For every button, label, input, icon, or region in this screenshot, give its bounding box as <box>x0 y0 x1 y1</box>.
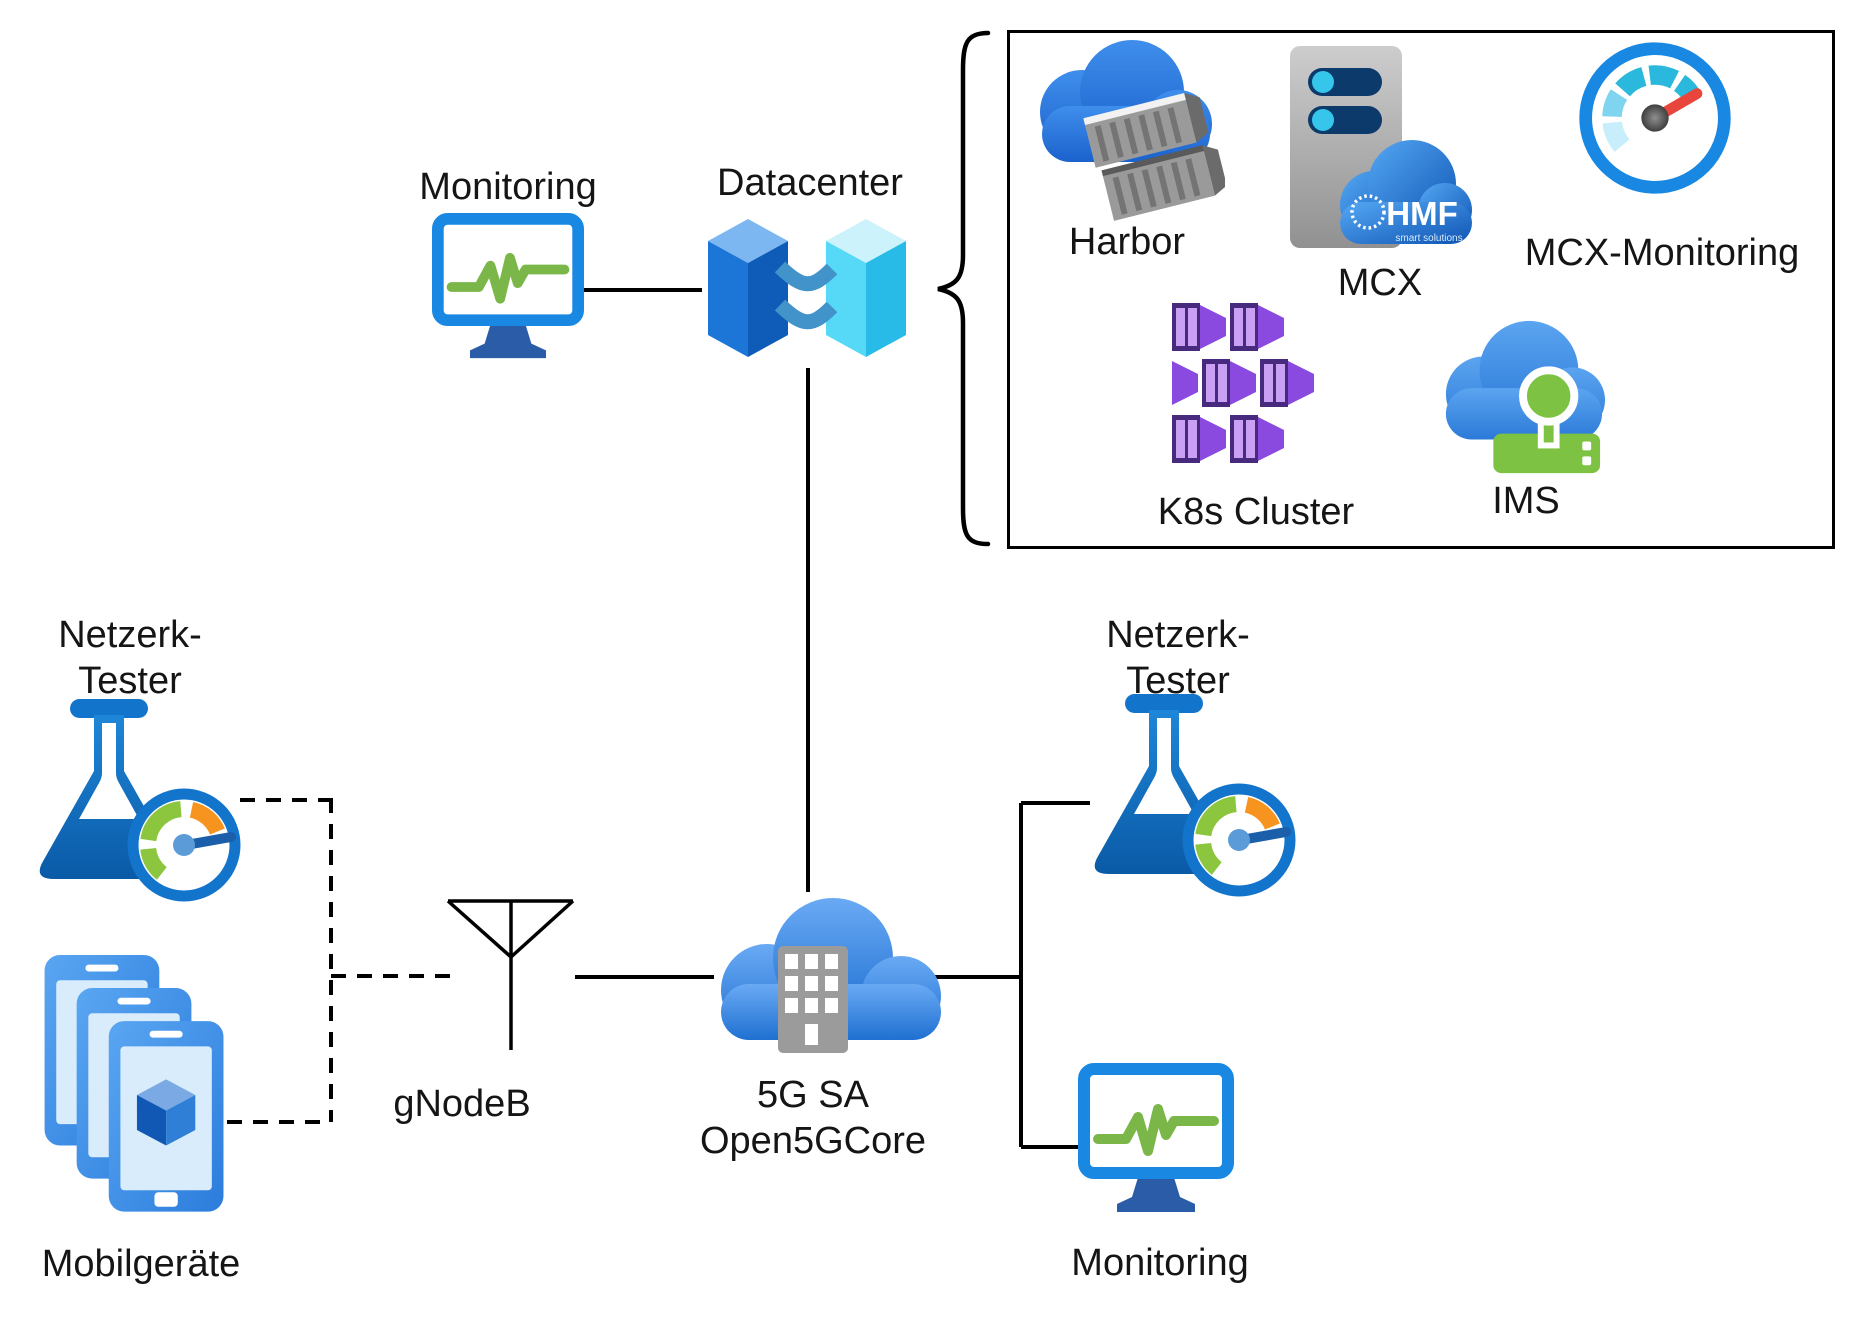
label-datacenter: Datacenter <box>717 162 903 204</box>
hmf-logo-text: HMF <box>1386 195 1457 232</box>
hmf-logo-subtext: smart solutions <box>1395 233 1462 244</box>
label-monitoring-bottom: Monitoring <box>1071 1242 1249 1284</box>
label-tester-left-line2: Tester <box>78 660 182 702</box>
container-upper <box>1083 93 1209 168</box>
label-gnodeb: gNodeB <box>393 1083 531 1125</box>
label-mobilgeraete: Mobilgeräte <box>41 1243 241 1285</box>
label-tester-left: Netzerk- Tester <box>58 612 202 704</box>
cube-glyph <box>136 1079 196 1146</box>
label-core: 5G SA Open5GCore <box>700 1072 926 1164</box>
label-mcx-monitoring: MCX-Monitoring <box>1524 232 1800 274</box>
monitoring-bottom-icon <box>1078 1063 1234 1219</box>
label-k8s-cluster: K8s Cluster <box>1157 491 1355 533</box>
harbor-icon <box>1040 40 1225 221</box>
label-core-line1: 5G SA <box>757 1074 869 1116</box>
hmf-cloud-logo: HMF smart solutions <box>1340 140 1472 244</box>
mcx-monitoring-gauge-icon <box>1579 42 1731 194</box>
container-lower <box>1101 145 1225 221</box>
k8s-cluster-icon <box>1172 303 1314 463</box>
label-monitoring-top: Monitoring <box>419 166 597 208</box>
monitoring-top-icon <box>432 213 584 365</box>
label-tester-left-line1: Netzerk- <box>58 614 202 656</box>
dashed-radio-links <box>227 798 458 1124</box>
label-harbor: Harbor <box>1068 221 1186 263</box>
core-cloud-icon <box>721 898 941 1053</box>
curly-brace <box>937 30 991 547</box>
tester-right-icon <box>1077 688 1301 900</box>
mobile-devices-icon <box>44 954 224 1212</box>
datacenter-icon <box>708 219 906 357</box>
label-ims: IMS <box>1492 480 1560 522</box>
antenna-icon <box>446 899 575 1050</box>
label-core-line2: Open5GCore <box>699 1120 927 1162</box>
label-tester-right-line1: Netzerk- <box>1106 614 1250 656</box>
tester-left-icon <box>22 693 246 905</box>
ims-icon <box>1445 320 1606 474</box>
label-mcx: MCX <box>1337 262 1423 304</box>
mcx-icon: HMF smart solutions <box>1290 46 1472 248</box>
